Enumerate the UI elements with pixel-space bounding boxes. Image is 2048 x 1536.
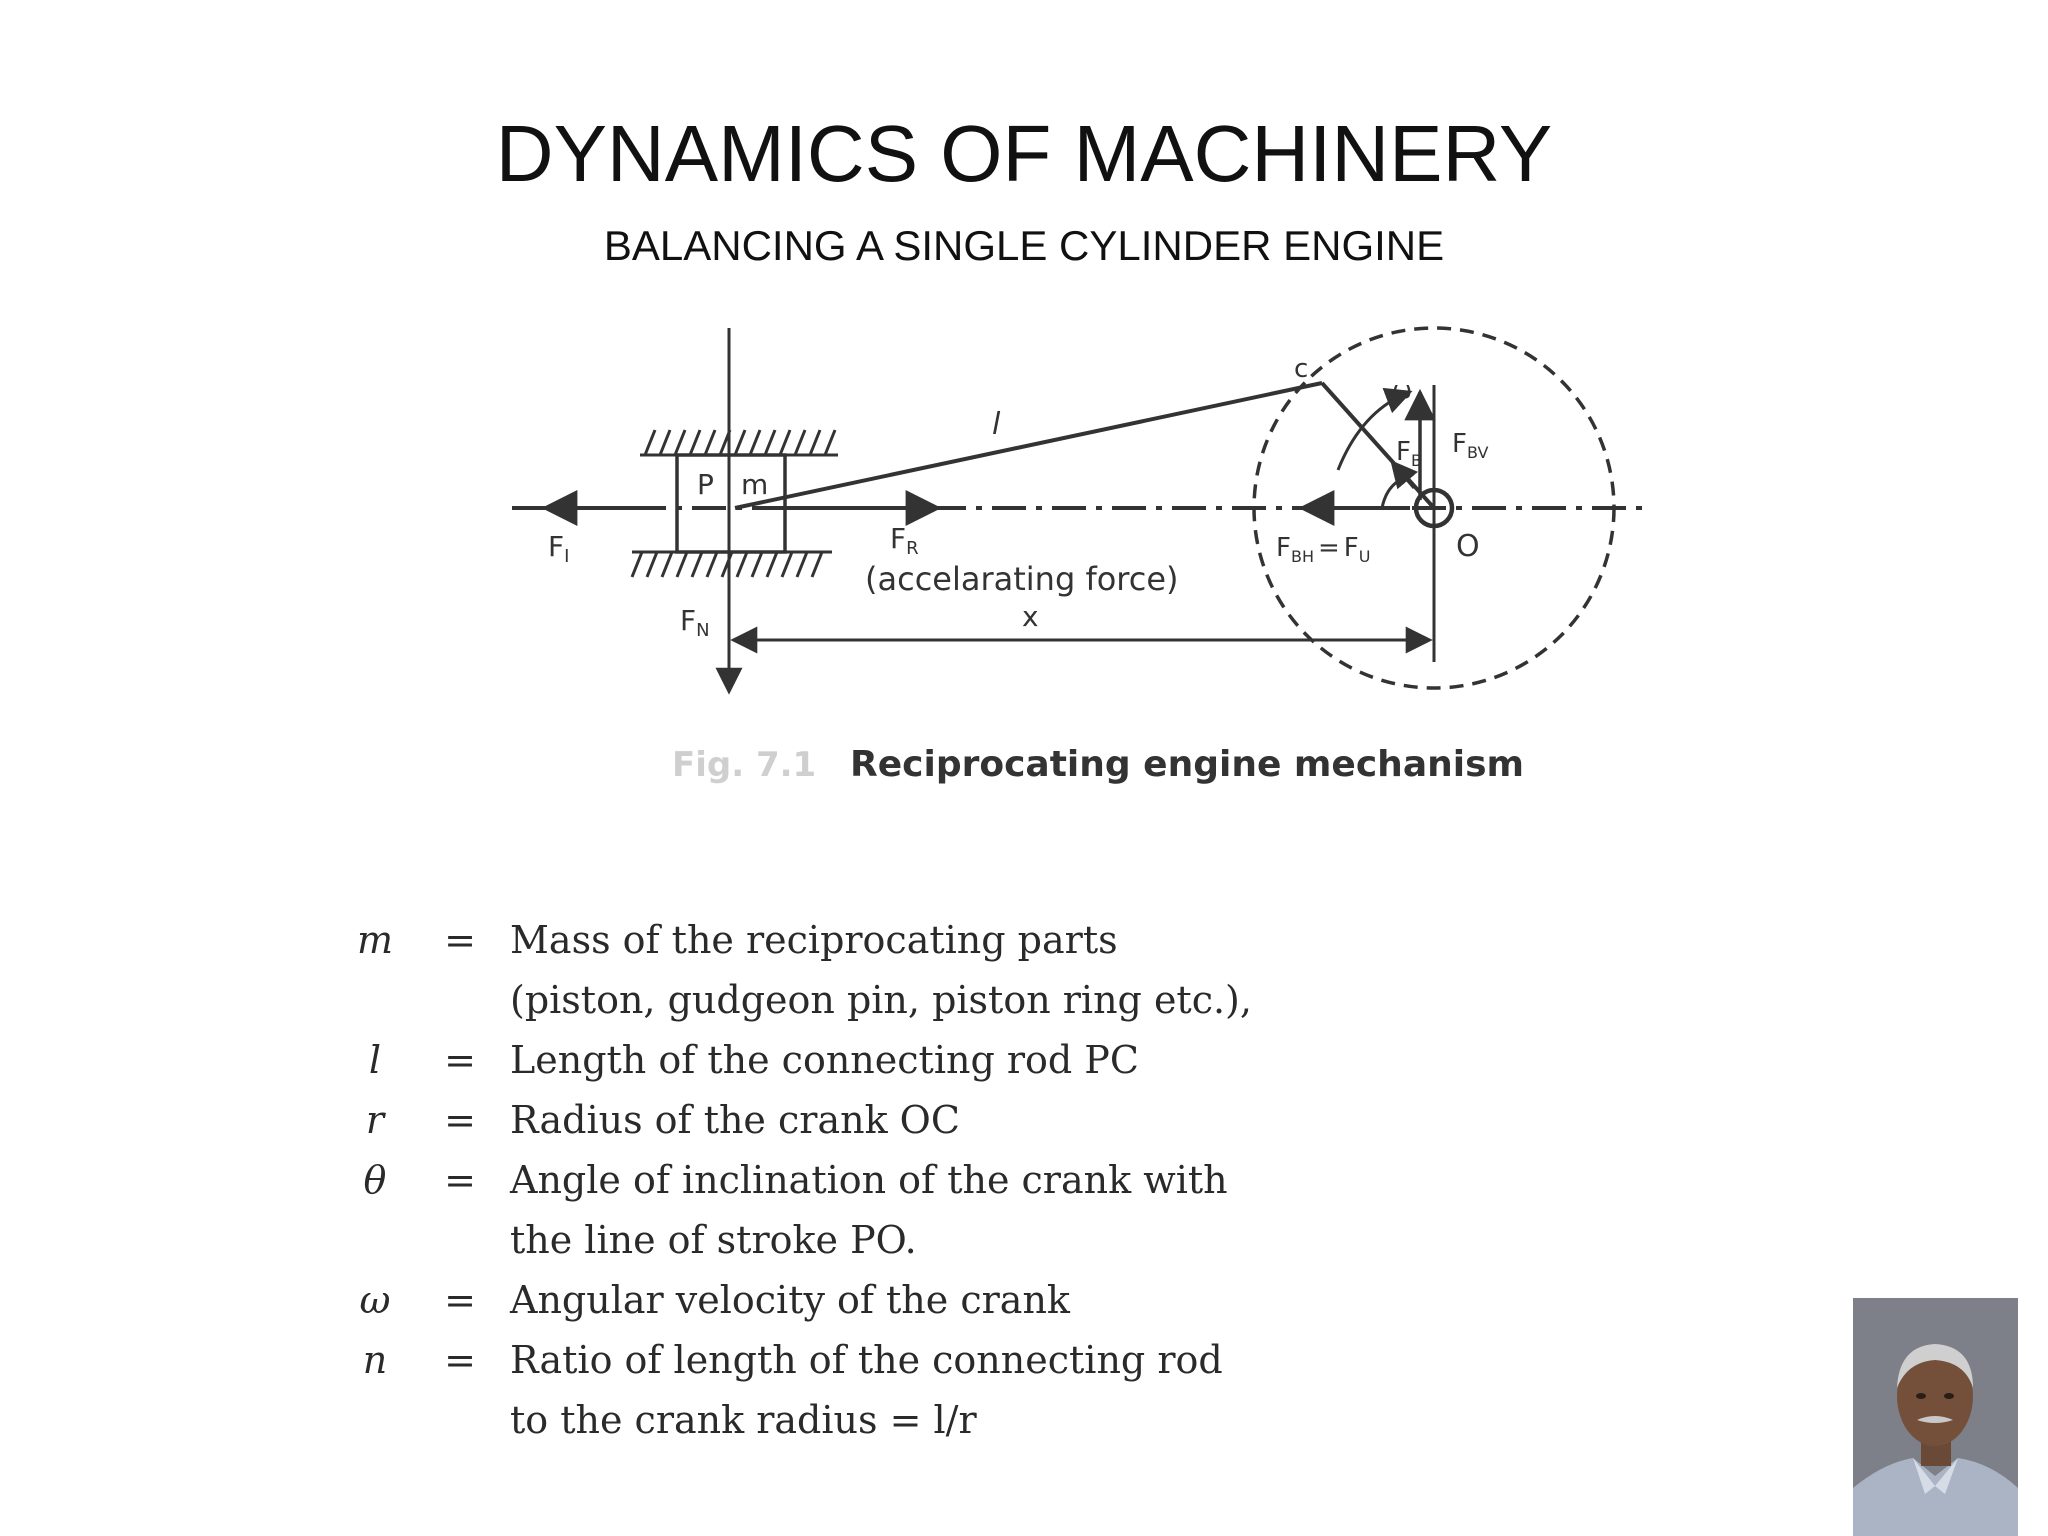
omega-arc [1336, 387, 1413, 471]
label-crank-pin: c [1294, 354, 1308, 384]
presenter-photo [1853, 1298, 2018, 1536]
definition-equals: = [444, 918, 476, 962]
label-force-bh: FBH=FU [1276, 533, 1370, 566]
label-inertia-force: FI [548, 530, 569, 567]
definition-row: ω = Angular velocity of the crank [340, 1278, 1252, 1338]
label-accel-force: FR [890, 522, 919, 559]
definition-row-continued: to the crank radius = l/r [340, 1398, 1252, 1458]
definition-text: Ratio of length of the connecting rod [510, 1338, 1223, 1382]
label-rod-length: l [992, 407, 1001, 442]
definition-equals: = [444, 1158, 476, 1202]
top-guide-hatching [640, 429, 838, 457]
definition-row: n = Ratio of length of the connecting ro… [340, 1338, 1252, 1398]
theta-arc [1380, 478, 1401, 509]
bottom-guide-hatching [630, 550, 832, 578]
label-force-b: FB [1396, 437, 1422, 470]
definition-text: Mass of the reciprocating parts [510, 918, 1118, 962]
definition-text: Angle of inclination of the crank with [510, 1158, 1228, 1202]
label-mass: m [741, 468, 768, 501]
label-distance: x [1022, 600, 1039, 633]
label-omega: ω [1392, 376, 1412, 404]
definitions-list: m = Mass of the reciprocating parts (pis… [340, 918, 1252, 1458]
definition-symbol: n [362, 1338, 388, 1382]
definition-row-continued: the line of stroke PO. [340, 1218, 1252, 1278]
definition-symbol: θ [363, 1158, 387, 1202]
label-normal-force: FN [680, 604, 710, 641]
definition-text: Length of the connecting rod PC [510, 1038, 1139, 1082]
slide-title: DYNAMICS OF MACHINERY [495, 109, 1553, 198]
definition-row: m = Mass of the reciprocating parts [340, 918, 1252, 978]
label-piston: P [697, 468, 714, 501]
connecting-rod [734, 381, 1323, 510]
definition-row: l = Length of the connecting rod PC [340, 1038, 1252, 1098]
label-crank-center: O [1456, 529, 1480, 564]
definition-symbol: l [368, 1038, 382, 1082]
definition-text: Radius of the crank OC [510, 1098, 960, 1142]
definition-text: (piston, gudgeon pin, piston ring etc.), [510, 978, 1252, 1022]
slide-subtitle: BALANCING A SINGLE CYLINDER ENGINE [603, 222, 1445, 269]
definition-symbol: r [365, 1098, 385, 1142]
definition-symbol: ω [359, 1278, 391, 1322]
definition-row-continued: (piston, gudgeon pin, piston ring etc.), [340, 978, 1252, 1038]
piston-block [675, 453, 787, 554]
crank-arm [1320, 381, 1436, 510]
label-force-bv: FBV [1452, 429, 1488, 462]
definition-equals: = [444, 1098, 476, 1142]
definition-equals: = [444, 1338, 476, 1382]
definition-equals: = [444, 1278, 476, 1322]
definition-row: θ = Angle of inclination of the crank wi… [340, 1158, 1252, 1218]
label-accel-force-desc: (accelarating force) [865, 560, 1179, 598]
definition-symbol: m [356, 918, 394, 962]
definition-equals: = [444, 1038, 476, 1082]
definition-text: to the crank radius = l/r [510, 1398, 977, 1442]
presenter-avatar-icon [1853, 1298, 2018, 1536]
definition-text: Angular velocity of the crank [510, 1278, 1070, 1322]
definition-text: the line of stroke PO. [510, 1218, 917, 1262]
engine-mechanism-diagram: P m l c O ω FI FR (accelarating force) F… [512, 326, 1648, 785]
force-b-arrow [1390, 459, 1419, 490]
crank-circle [1252, 326, 1616, 690]
figure-caption: Reciprocating engine mechanism [850, 744, 1524, 785]
figure-caption-prefix: Fig. 7.1 [672, 745, 816, 785]
definition-row: r = Radius of the crank OC [340, 1098, 1252, 1158]
